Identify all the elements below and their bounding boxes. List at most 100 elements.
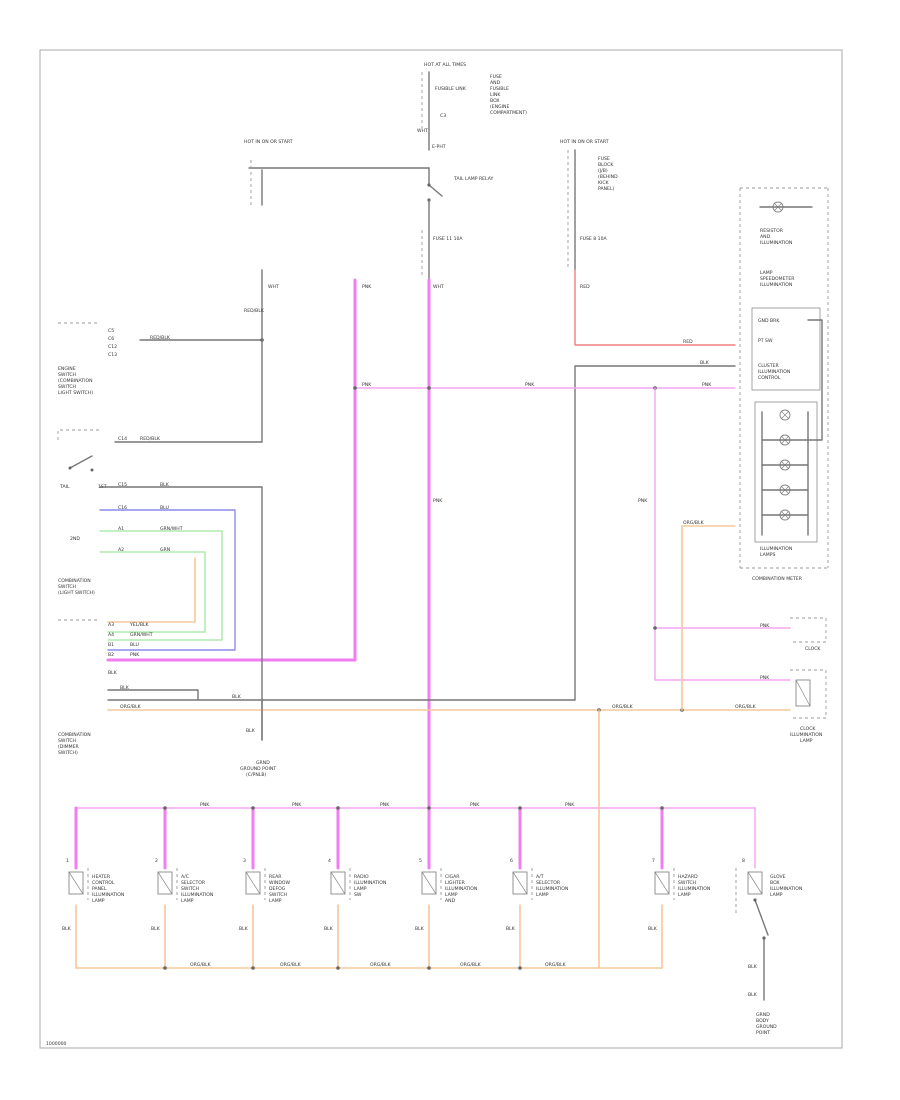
svg-text:(J/B): (J/B): [598, 168, 608, 174]
svg-text:8: 8: [742, 858, 745, 864]
svg-text:COMPARTMENT): COMPARTMENT): [490, 110, 527, 116]
svg-text:RED/BLK: RED/BLK: [140, 436, 161, 442]
svg-text:BLK: BLK: [151, 926, 161, 932]
svg-text:BLK: BLK: [108, 670, 118, 676]
combination-meter: RESISTOR AND ILLUMINATION LAMP SPEEDOMET…: [739, 187, 829, 582]
svg-text:BLK: BLK: [648, 926, 658, 932]
wire-stub-right: RED: [580, 284, 590, 290]
svg-text:LAMP: LAMP: [678, 892, 691, 898]
top-fuse-block: HOT AT ALL TIMES FUSIBLE LINK C3 WHT FUS…: [417, 62, 527, 151]
lamp-ac-selector: 2 A/C SELECTOR SWITCH ILLUMINATION LAMP …: [151, 806, 213, 970]
svg-text:BLK: BLK: [62, 926, 72, 932]
svg-text:B1: B1: [108, 642, 114, 648]
svg-text:RED/BLK: RED/BLK: [150, 335, 171, 341]
pink-wire-label-c: PNK: [702, 382, 712, 388]
svg-text:YEL/BLK: YEL/BLK: [129, 622, 150, 628]
black-lower-label2: BLK: [232, 694, 242, 700]
svg-text:GRN/WHT: GRN/WHT: [160, 526, 183, 532]
svg-text:(COMBINATION: (COMBINATION: [58, 378, 93, 384]
svg-text:C15: C15: [118, 482, 127, 488]
orange-lower-label3: ORG/BLK: [735, 704, 757, 710]
svg-text:ILLUMINATION: ILLUMINATION: [770, 886, 802, 892]
lamp-heater-control: 1 HEATER CONTROL PANEL ILLUMINATION LAMP…: [62, 806, 124, 969]
gnd-bus-label-5: ORG/BLK: [545, 962, 567, 968]
svg-text:GROUND POINT: GROUND POINT: [240, 766, 276, 772]
top-block-title: HOT AT ALL TIMES: [424, 62, 466, 68]
svg-text:HAZARD: HAZARD: [678, 874, 698, 880]
svg-text:LAMP: LAMP: [800, 738, 813, 744]
bus-label-5: PNK: [565, 802, 575, 808]
svg-text:WINDOW: WINDOW: [269, 880, 290, 886]
svg-text:ILLUMINATION: ILLUMINATION: [790, 732, 822, 738]
orange-wire-cluster: [681, 525, 736, 711]
svg-text:BLK: BLK: [415, 926, 425, 932]
wire-stub-left-color: RED/BLK: [244, 308, 265, 314]
svg-text:BLOCK: BLOCK: [598, 162, 614, 168]
svg-text:GRND: GRND: [256, 760, 270, 766]
fuse-b-label: FUSE 8 10A: [580, 236, 608, 242]
svg-text:BLK: BLK: [748, 964, 758, 970]
diagram-frame: [39, 49, 843, 1049]
svg-text:2: 2: [155, 858, 158, 864]
hot-right-label: HOT IN ON OR START: [560, 139, 609, 145]
svg-text:CONTROL: CONTROL: [758, 375, 781, 381]
gnd-bus-label-4: ORG/BLK: [460, 962, 482, 968]
svg-text:SPEEDOMETER: SPEEDOMETER: [760, 276, 795, 282]
svg-text:RESISTOR: RESISTOR: [760, 228, 784, 234]
svg-text:BODY: BODY: [756, 1018, 769, 1024]
svg-text:C16: C16: [118, 505, 127, 511]
svg-text:CIGAR: CIGAR: [445, 874, 460, 880]
svg-text:LAMP: LAMP: [92, 898, 105, 904]
svg-text:B2: B2: [108, 652, 114, 658]
bus-label-3: PNK: [380, 802, 390, 808]
svg-text:FUSE: FUSE: [598, 156, 610, 162]
svg-text:ILLUMINATION: ILLUMINATION: [445, 886, 477, 892]
svg-text:2ND: 2ND: [70, 536, 80, 542]
svg-text:SWITCH: SWITCH: [181, 886, 199, 892]
footer-code: 1000000: [46, 1041, 67, 1047]
svg-text:SWITCH): SWITCH): [58, 750, 78, 756]
orange-lower-label2: ORG/BLK: [612, 704, 634, 710]
svg-text:A3: A3: [108, 622, 114, 628]
black-wire-lower: [107, 689, 199, 701]
black-wire-label: BLK: [700, 360, 710, 366]
gnd-bus-label-3: ORG/BLK: [370, 962, 392, 968]
svg-text:COMBINATION: COMBINATION: [58, 732, 91, 738]
red-wire-label: RED: [683, 339, 693, 345]
wire-stub-left: WHT: [268, 284, 279, 290]
top-fuse-label: FUSIBLE LINK: [435, 86, 467, 92]
svg-text:(LIGHT SWITCH): (LIGHT SWITCH): [58, 590, 95, 596]
combination-meter-title: COMBINATION METER: [752, 576, 803, 582]
pink-wire-switch: [106, 278, 357, 662]
relay-label: TAIL LAMP RELAY: [453, 176, 494, 182]
svg-text:SWITCH: SWITCH: [58, 384, 76, 390]
svg-text:CLOCK: CLOCK: [805, 646, 821, 652]
black-wire-cluster: [574, 365, 736, 701]
bus-label-2: PNK: [292, 802, 302, 808]
svg-text:LAMP: LAMP: [536, 892, 549, 898]
svg-text:GROUND: GROUND: [756, 1024, 777, 1030]
svg-text:DEFOG: DEFOG: [269, 886, 286, 892]
svg-text:AND: AND: [445, 898, 456, 904]
svg-text:SWITCH: SWITCH: [58, 738, 76, 744]
svg-text:CONTROL: CONTROL: [92, 880, 115, 886]
svg-text:CLOCK: CLOCK: [800, 726, 816, 732]
svg-text:SWITCH: SWITCH: [269, 892, 287, 898]
svg-text:ILLUMINATION: ILLUMINATION: [181, 892, 213, 898]
svg-text:RADIO: RADIO: [354, 874, 369, 880]
lamp-radio: 4 RADIO ILLUMINATION LAMP SW BLK: [324, 806, 386, 970]
svg-text:ILLUMINATION: ILLUMINATION: [678, 886, 710, 892]
svg-text:AND: AND: [760, 234, 771, 240]
svg-text:ILLUMINATION: ILLUMINATION: [760, 282, 792, 288]
svg-text:FUSE: FUSE: [490, 74, 502, 80]
svg-text:SELECTOR: SELECTOR: [536, 880, 561, 886]
svg-text:ILLUMINATION: ILLUMINATION: [354, 880, 386, 886]
svg-text:LAMP: LAMP: [445, 892, 458, 898]
wire-stub-center: WHT: [433, 284, 444, 290]
svg-text:SWITCH: SWITCH: [58, 584, 76, 590]
svg-text:LIGHTER: LIGHTER: [445, 880, 466, 886]
svg-text:1: 1: [66, 858, 69, 864]
svg-text:A/C: A/C: [181, 874, 189, 880]
